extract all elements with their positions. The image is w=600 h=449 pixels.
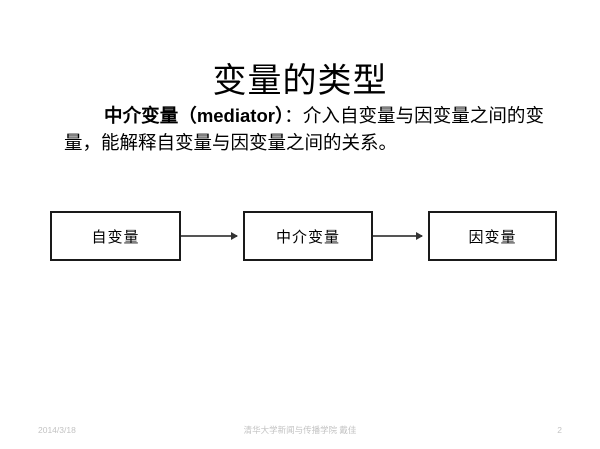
footer-page-number: 2: [557, 425, 562, 435]
diagram-arrow-independent-to-mediator: [181, 232, 238, 240]
body-description: ：介入自变量与因变量之间的变量，能解释自变量与因变量之间的关系。: [64, 105, 544, 153]
diagram-node-label: 因变量: [468, 228, 517, 246]
footer-affiliation: 清华大学新闻与传播学院 戴佳: [243, 425, 357, 435]
diagram-node-mediator-variable: 中介变量: [243, 211, 373, 261]
diagram-arrow-mediator-to-dependent: [373, 232, 423, 240]
mediation-diagram: 自变量 中介变量 因变量: [0, 211, 600, 265]
slide-footer: 2014/3/18 清华大学新闻与传播学院 戴佳 2: [0, 421, 600, 439]
footer-date: 2014/3/18: [38, 425, 76, 435]
diagram-node-label: 自变量: [91, 228, 140, 246]
diagram-node-dependent-variable: 因变量: [428, 211, 557, 261]
body-lead-term: 中介变量（mediator）: [104, 105, 285, 126]
body-paragraph: 中介变量（mediator）：介入自变量与因变量之间的变量，能解释自变量与因变量…: [64, 102, 544, 156]
diagram-node-label: 中介变量: [275, 228, 340, 246]
diagram-node-independent-variable: 自变量: [50, 211, 181, 261]
page-title: 变量的类型: [212, 61, 388, 100]
